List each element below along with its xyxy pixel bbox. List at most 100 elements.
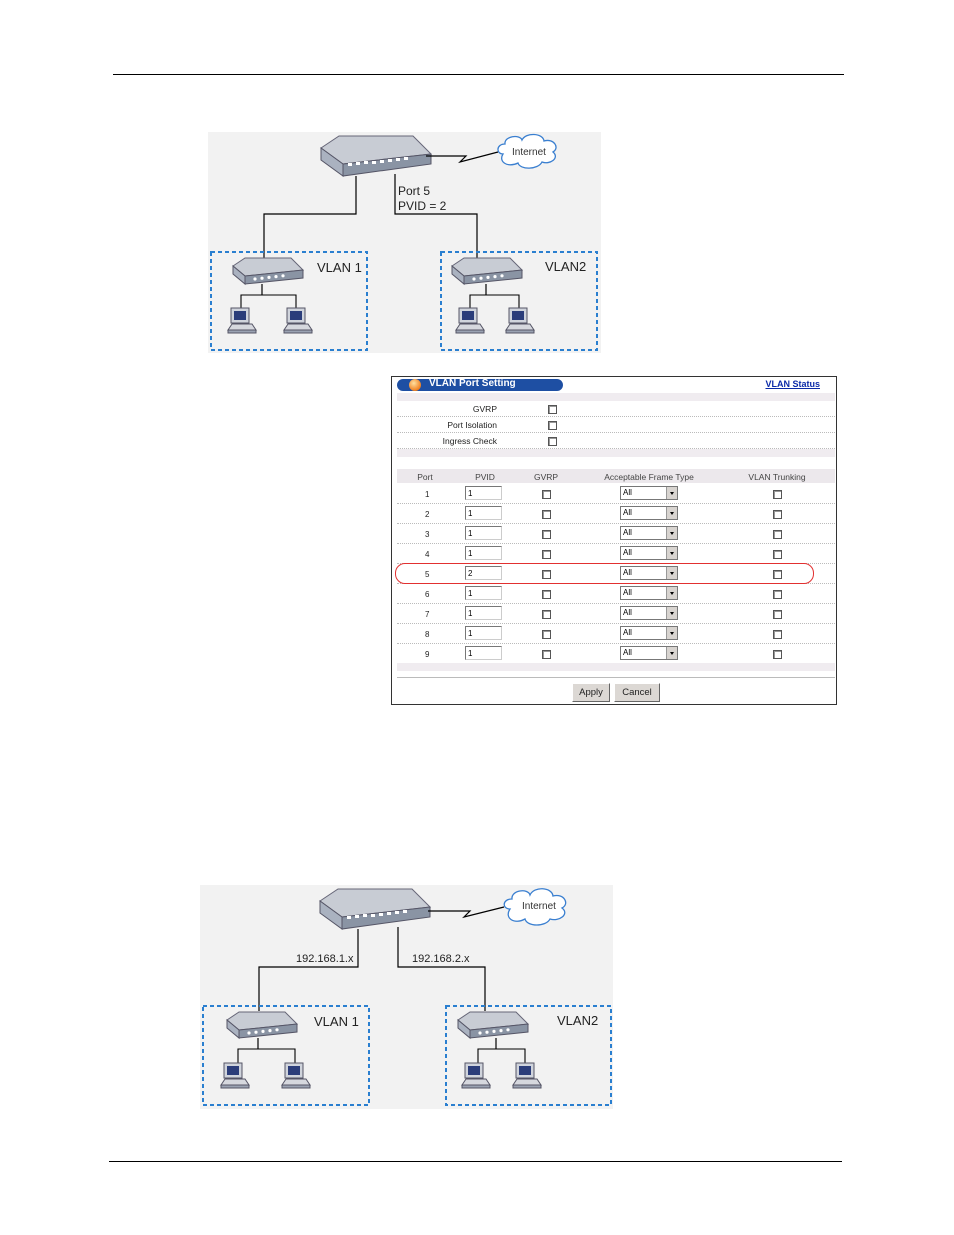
option-gvrp: GVRP	[397, 401, 835, 417]
vlan2-pc-links	[478, 1038, 496, 1063]
header-port: Port	[417, 472, 433, 482]
pvid-input[interactable]	[465, 526, 502, 540]
link-vlan2	[398, 927, 485, 1011]
frame-type-select[interactable]: All	[620, 646, 678, 660]
internet-link	[426, 152, 498, 162]
table-row: 1 All	[397, 483, 835, 504]
computer-icon	[456, 308, 484, 333]
vlan1-label: VLAN 1	[317, 260, 362, 275]
subnet-left-label: 192.168.1.x	[296, 952, 354, 966]
vlan-trunking-checkbox[interactable]	[773, 610, 782, 619]
vlan1-switch-icon	[233, 258, 303, 284]
vlan1-pc-links	[241, 284, 262, 308]
option-port-isolation: Port Isolation	[397, 417, 835, 433]
vlan-trunking-checkbox[interactable]	[773, 550, 782, 559]
vlan-status-link[interactable]: VLAN Status	[765, 379, 820, 389]
link-vlan1	[259, 929, 358, 1011]
header-pvid: PVID	[475, 472, 495, 482]
port-number: 1	[425, 490, 429, 499]
frame-type-select[interactable]: All	[620, 586, 678, 600]
pvid-input[interactable]	[465, 626, 502, 640]
port-number: 9	[425, 650, 429, 659]
main-switch-icon	[321, 136, 431, 176]
port-number: 7	[425, 610, 429, 619]
dropdown-arrow-icon	[666, 587, 677, 599]
vlan-trunking-checkbox[interactable]	[773, 630, 782, 639]
vlan2-switch-icon	[452, 258, 522, 284]
options-band-top	[397, 393, 835, 401]
frame-type-value: All	[623, 548, 632, 557]
main-switch-icon	[320, 889, 430, 929]
pvid-input[interactable]	[465, 606, 502, 620]
internet-link	[428, 907, 504, 917]
table-row: 8 All	[397, 623, 835, 644]
header-vlan-trunking: VLAN Trunking	[748, 472, 805, 482]
pvid-input[interactable]	[465, 506, 502, 520]
cancel-button[interactable]: Cancel	[614, 683, 660, 702]
table-row: 6 All	[397, 583, 835, 604]
header-frame-type: Acceptable Frame Type	[604, 472, 694, 482]
vlan2-switch-icon	[458, 1012, 528, 1038]
port-5-highlight	[395, 563, 814, 584]
ingress-check-checkbox[interactable]	[548, 437, 557, 446]
frame-type-select[interactable]: All	[620, 626, 678, 640]
port-label: Port 5	[398, 184, 430, 198]
subnet-right-label: 192.168.2.x	[412, 952, 470, 966]
pvid-input[interactable]	[465, 646, 502, 660]
vlan-port-setting-panel: VLAN Port Setting VLAN Status GVRP Port …	[391, 376, 837, 705]
port-gvrp-checkbox[interactable]	[542, 610, 551, 619]
computer-icon	[228, 308, 256, 333]
computer-icon	[221, 1063, 249, 1088]
vlan-trunking-checkbox[interactable]	[773, 490, 782, 499]
vlan-trunking-checkbox[interactable]	[773, 590, 782, 599]
table-row: 3 All	[397, 523, 835, 544]
vlan-trunking-checkbox[interactable]	[773, 510, 782, 519]
frame-type-value: All	[623, 488, 632, 497]
port-gvrp-checkbox[interactable]	[542, 490, 551, 499]
footer-rule	[109, 1161, 842, 1162]
link-vlan1	[264, 176, 356, 258]
panel-title-bar: VLAN Port Setting	[397, 379, 563, 391]
port-gvrp-checkbox[interactable]	[542, 550, 551, 559]
internet-label: Internet	[522, 901, 556, 912]
pvid-input[interactable]	[465, 546, 502, 560]
frame-type-select[interactable]: All	[620, 606, 678, 620]
pvid-label: PVID = 2	[398, 199, 446, 213]
vlan-trunking-checkbox[interactable]	[773, 650, 782, 659]
panel-title: VLAN Port Setting	[429, 378, 516, 389]
frame-type-select[interactable]: All	[620, 546, 678, 560]
port-number: 8	[425, 630, 429, 639]
vlan-trunking-checkbox[interactable]	[773, 530, 782, 539]
computer-icon	[506, 308, 534, 333]
port-isolation-checkbox[interactable]	[548, 421, 557, 430]
frame-type-select[interactable]: All	[620, 506, 678, 520]
dropdown-arrow-icon	[666, 487, 677, 499]
frame-type-select[interactable]: All	[620, 526, 678, 540]
vlan2-label: VLAN2	[557, 1013, 598, 1028]
port-number: 6	[425, 590, 429, 599]
frame-type-value: All	[623, 508, 632, 517]
frame-type-select[interactable]: All	[620, 486, 678, 500]
port-gvrp-checkbox[interactable]	[542, 510, 551, 519]
dropdown-arrow-icon	[666, 507, 677, 519]
header-gvrp: GVRP	[534, 472, 558, 482]
vlan2-label: VLAN2	[545, 259, 586, 274]
computer-icon	[513, 1063, 541, 1088]
vlan2-pc-links	[470, 284, 486, 308]
pvid-input[interactable]	[465, 586, 502, 600]
port-gvrp-checkbox[interactable]	[542, 530, 551, 539]
status-orb-icon	[409, 379, 421, 391]
port-gvrp-checkbox[interactable]	[542, 630, 551, 639]
frame-type-value: All	[623, 628, 632, 637]
port-table-header: Port PVID GVRP Acceptable Frame Type VLA…	[397, 469, 835, 483]
port-gvrp-checkbox[interactable]	[542, 590, 551, 599]
dropdown-arrow-icon	[666, 647, 677, 659]
apply-button[interactable]: Apply	[572, 683, 610, 702]
gvrp-checkbox[interactable]	[548, 405, 557, 414]
vlan-diagram-1: Internet Port 5 PVID = 2 VLAN 1 VLAN2	[208, 132, 601, 353]
internet-label: Internet	[512, 147, 546, 158]
pvid-input[interactable]	[465, 486, 502, 500]
diagram-1-graphics	[208, 132, 601, 353]
port-gvrp-checkbox[interactable]	[542, 650, 551, 659]
dropdown-arrow-icon	[666, 627, 677, 639]
